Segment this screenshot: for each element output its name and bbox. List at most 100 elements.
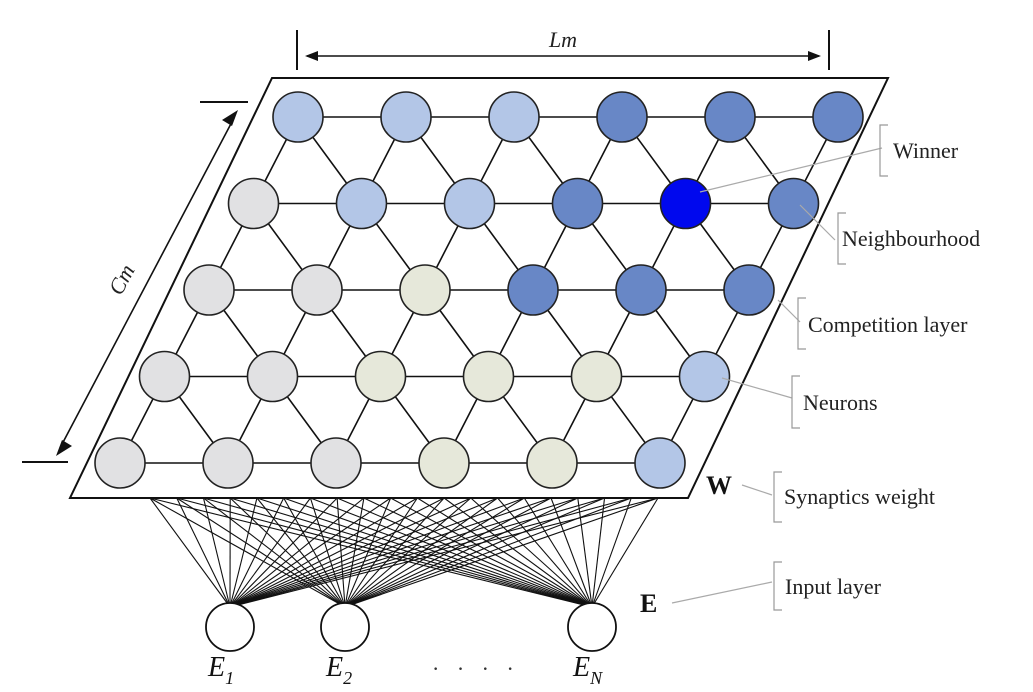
synapse-line bbox=[229, 497, 578, 608]
synapse-line bbox=[344, 497, 659, 608]
winner-label: Winner bbox=[893, 138, 959, 163]
neuron bbox=[202, 437, 254, 489]
synapse-line bbox=[203, 497, 346, 608]
input-layer-callout: E Input layer bbox=[640, 561, 882, 618]
synapse-line bbox=[363, 497, 593, 608]
winner-neuron bbox=[659, 177, 712, 230]
neuron bbox=[634, 437, 686, 489]
neuron bbox=[138, 350, 191, 403]
synapse-line bbox=[443, 497, 593, 608]
synapse-line bbox=[344, 497, 552, 608]
synapse-line bbox=[344, 497, 472, 608]
synapse-line bbox=[344, 497, 579, 608]
synapse-line bbox=[203, 497, 593, 608]
synapse-line bbox=[256, 497, 593, 608]
neuron bbox=[723, 264, 775, 316]
synapse-line bbox=[336, 497, 593, 608]
neuron bbox=[418, 437, 470, 489]
neuron bbox=[570, 350, 623, 403]
synapse-line bbox=[229, 497, 605, 608]
neuron bbox=[380, 91, 432, 143]
synapse-line bbox=[283, 497, 593, 608]
synapse-line bbox=[229, 497, 365, 608]
synapse-line bbox=[577, 497, 593, 608]
synapse-line bbox=[229, 497, 525, 608]
synapse-line bbox=[497, 497, 593, 608]
synapse-line bbox=[229, 497, 659, 608]
synapse-line bbox=[417, 497, 593, 608]
neuron bbox=[615, 264, 667, 316]
synapse-line bbox=[523, 497, 593, 608]
synapse-line bbox=[176, 497, 231, 608]
synapse-line bbox=[550, 497, 593, 608]
synapse-line bbox=[229, 497, 445, 608]
svg-text:E1: E1 bbox=[207, 652, 234, 688]
input-label-1: E1 bbox=[207, 652, 234, 688]
input-node bbox=[205, 602, 255, 652]
synapse-line bbox=[149, 497, 593, 608]
neuron bbox=[462, 350, 515, 403]
synapse-line bbox=[283, 497, 346, 608]
synapse-line bbox=[310, 497, 593, 608]
synapse-line bbox=[309, 497, 346, 608]
synaptic-connections bbox=[149, 497, 659, 608]
synapse-line bbox=[336, 497, 346, 608]
neuron-grid bbox=[94, 91, 864, 489]
neuron bbox=[246, 350, 299, 403]
svg-text:E2: E2 bbox=[325, 652, 352, 688]
synaptic-weight-label: Synaptics weight bbox=[784, 484, 935, 509]
synapse-line bbox=[229, 497, 285, 608]
weight-symbol: W bbox=[706, 471, 732, 500]
neuron bbox=[443, 177, 496, 230]
synapse-line bbox=[230, 497, 593, 608]
neuron bbox=[354, 350, 407, 403]
synapse-line bbox=[344, 497, 445, 608]
input-label-n: EN bbox=[572, 652, 603, 688]
synapse-line bbox=[229, 497, 338, 608]
synapse-line bbox=[202, 497, 231, 608]
synapse-line bbox=[591, 497, 659, 608]
synapse-line bbox=[344, 497, 632, 608]
synapse-line bbox=[344, 497, 525, 608]
neuron bbox=[272, 91, 324, 143]
synapse-line bbox=[149, 497, 346, 608]
neuron bbox=[183, 264, 235, 316]
competition-layer-label: Competition layer bbox=[808, 312, 968, 337]
synapse-line bbox=[591, 497, 632, 608]
input-node bbox=[320, 602, 370, 652]
synapse-line bbox=[344, 497, 365, 608]
neuron bbox=[227, 177, 280, 230]
synapse-line bbox=[344, 497, 418, 608]
neuron bbox=[399, 264, 451, 316]
synapse-line bbox=[229, 497, 552, 608]
synaptic-weight-callout: W Synaptics weight bbox=[706, 471, 935, 523]
input-label-2: E2 bbox=[325, 652, 352, 688]
synapse-line bbox=[229, 497, 311, 608]
input-layer-label: Input layer bbox=[785, 574, 882, 599]
neuron bbox=[812, 91, 864, 143]
neuron bbox=[94, 437, 146, 489]
neuron bbox=[704, 91, 756, 143]
synapse-line bbox=[229, 497, 346, 608]
cm-label: Cm bbox=[103, 260, 139, 299]
synapse-line bbox=[229, 497, 632, 608]
winner-callout: Winner bbox=[699, 124, 959, 193]
synapse-line bbox=[344, 497, 392, 608]
synapse-line bbox=[176, 497, 593, 608]
synapse-line bbox=[256, 497, 346, 608]
lm-dimension: Lm bbox=[296, 27, 830, 70]
synapse-line bbox=[344, 497, 605, 608]
neuron bbox=[335, 177, 388, 230]
competition-layer-callout: Competition layer bbox=[777, 297, 968, 350]
synapse-line bbox=[390, 497, 593, 608]
neuron bbox=[310, 437, 362, 489]
synapse-line bbox=[344, 497, 498, 608]
synapse-line bbox=[470, 497, 593, 608]
neuron bbox=[678, 350, 731, 403]
neuron bbox=[291, 264, 343, 316]
neurons-label: Neurons bbox=[803, 390, 878, 415]
input-symbol: E bbox=[640, 589, 657, 618]
synapse-line bbox=[229, 497, 258, 608]
synapse-line bbox=[229, 497, 418, 608]
